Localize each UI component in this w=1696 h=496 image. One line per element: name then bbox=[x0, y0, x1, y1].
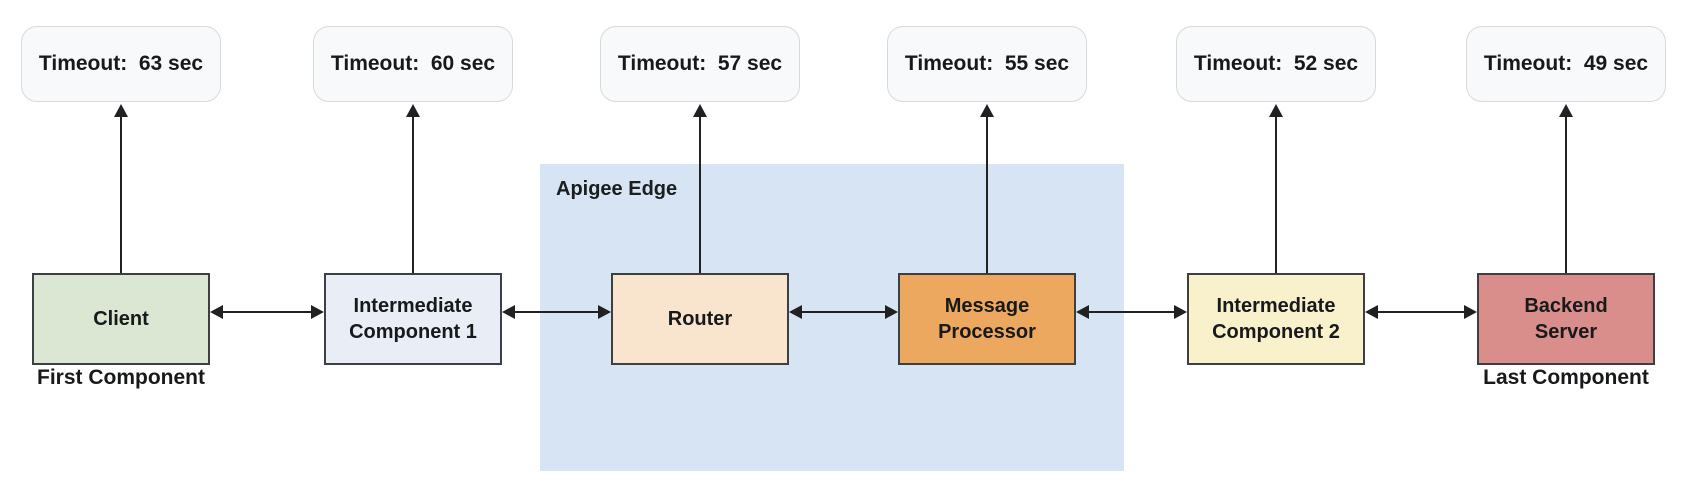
arrowhead-left-icon bbox=[502, 305, 515, 319]
timeout-label-backend-server: Timeout: 49 sec bbox=[1483, 52, 1649, 75]
arrowhead-right-icon bbox=[885, 305, 898, 319]
timeout-label-router: Timeout: 57 sec bbox=[617, 52, 783, 75]
timeout-box-intermediate-component-2: Timeout: 52 sec bbox=[1176, 26, 1376, 102]
horizontal-arrow-2 bbox=[800, 311, 887, 313]
arrowhead-up-icon bbox=[980, 104, 994, 117]
node-label: Intermediate bbox=[1216, 295, 1336, 317]
arrowhead-up-icon bbox=[1559, 104, 1573, 117]
node-label: Component 2 bbox=[1212, 321, 1340, 343]
timeout-box-backend-server: Timeout: 49 sec bbox=[1466, 26, 1666, 102]
timeout-label-intermediate-component-1: Timeout: 60 sec bbox=[330, 52, 496, 75]
timeout-box-intermediate-component-1: Timeout: 60 sec bbox=[313, 26, 513, 102]
node-label: Component 1 bbox=[349, 321, 477, 343]
arrowhead-left-icon bbox=[1076, 305, 1089, 319]
timeout-label-intermediate-component-2: Timeout: 52 sec bbox=[1193, 52, 1359, 75]
node-label: Backend bbox=[1524, 295, 1608, 317]
horizontal-arrow-0 bbox=[221, 311, 313, 313]
node-client: Client bbox=[32, 273, 210, 365]
timeout-box-client: Timeout: 63 sec bbox=[21, 26, 221, 102]
vertical-arrow-intermediate-component-2 bbox=[1275, 115, 1277, 273]
apigee-edge-label: Apigee Edge bbox=[556, 178, 678, 200]
vertical-arrow-router bbox=[699, 115, 701, 273]
arrowhead-left-icon bbox=[1365, 305, 1378, 319]
vertical-arrow-intermediate-component-1 bbox=[412, 115, 414, 273]
arrowhead-up-icon bbox=[114, 104, 128, 117]
timeout-box-router: Timeout: 57 sec bbox=[600, 26, 800, 102]
arrowhead-left-icon bbox=[789, 305, 802, 319]
timeout-box-message-processor: Timeout: 55 sec bbox=[887, 26, 1087, 102]
horizontal-arrow-1 bbox=[513, 311, 600, 313]
arrowhead-right-icon bbox=[311, 305, 324, 319]
arrowhead-up-icon bbox=[693, 104, 707, 117]
arrowhead-right-icon bbox=[1174, 305, 1187, 319]
caption-client: First Component bbox=[37, 366, 205, 389]
timeout-label-client: Timeout: 63 sec bbox=[38, 52, 204, 75]
arrowhead-right-icon bbox=[598, 305, 611, 319]
horizontal-arrow-4 bbox=[1376, 311, 1466, 313]
arrowhead-up-icon bbox=[1269, 104, 1283, 117]
node-label: Router bbox=[667, 308, 733, 330]
node-router: Router bbox=[611, 273, 789, 365]
vertical-arrow-message-processor bbox=[986, 115, 988, 273]
timeout-label-message-processor: Timeout: 55 sec bbox=[904, 52, 1070, 75]
horizontal-arrow-3 bbox=[1087, 311, 1176, 313]
node-label: Intermediate bbox=[353, 295, 473, 317]
node-label: Server bbox=[1534, 321, 1598, 343]
vertical-arrow-client bbox=[120, 115, 122, 273]
node-label: Client bbox=[93, 308, 149, 330]
arrowhead-left-icon bbox=[210, 305, 223, 319]
arrowhead-up-icon bbox=[406, 104, 420, 117]
node-label: Message bbox=[944, 295, 1030, 317]
arrowhead-right-icon bbox=[1464, 305, 1477, 319]
node-label: Processor bbox=[938, 321, 1036, 343]
vertical-arrow-backend-server bbox=[1565, 115, 1567, 273]
caption-backend-server: Last Component bbox=[1483, 366, 1649, 389]
